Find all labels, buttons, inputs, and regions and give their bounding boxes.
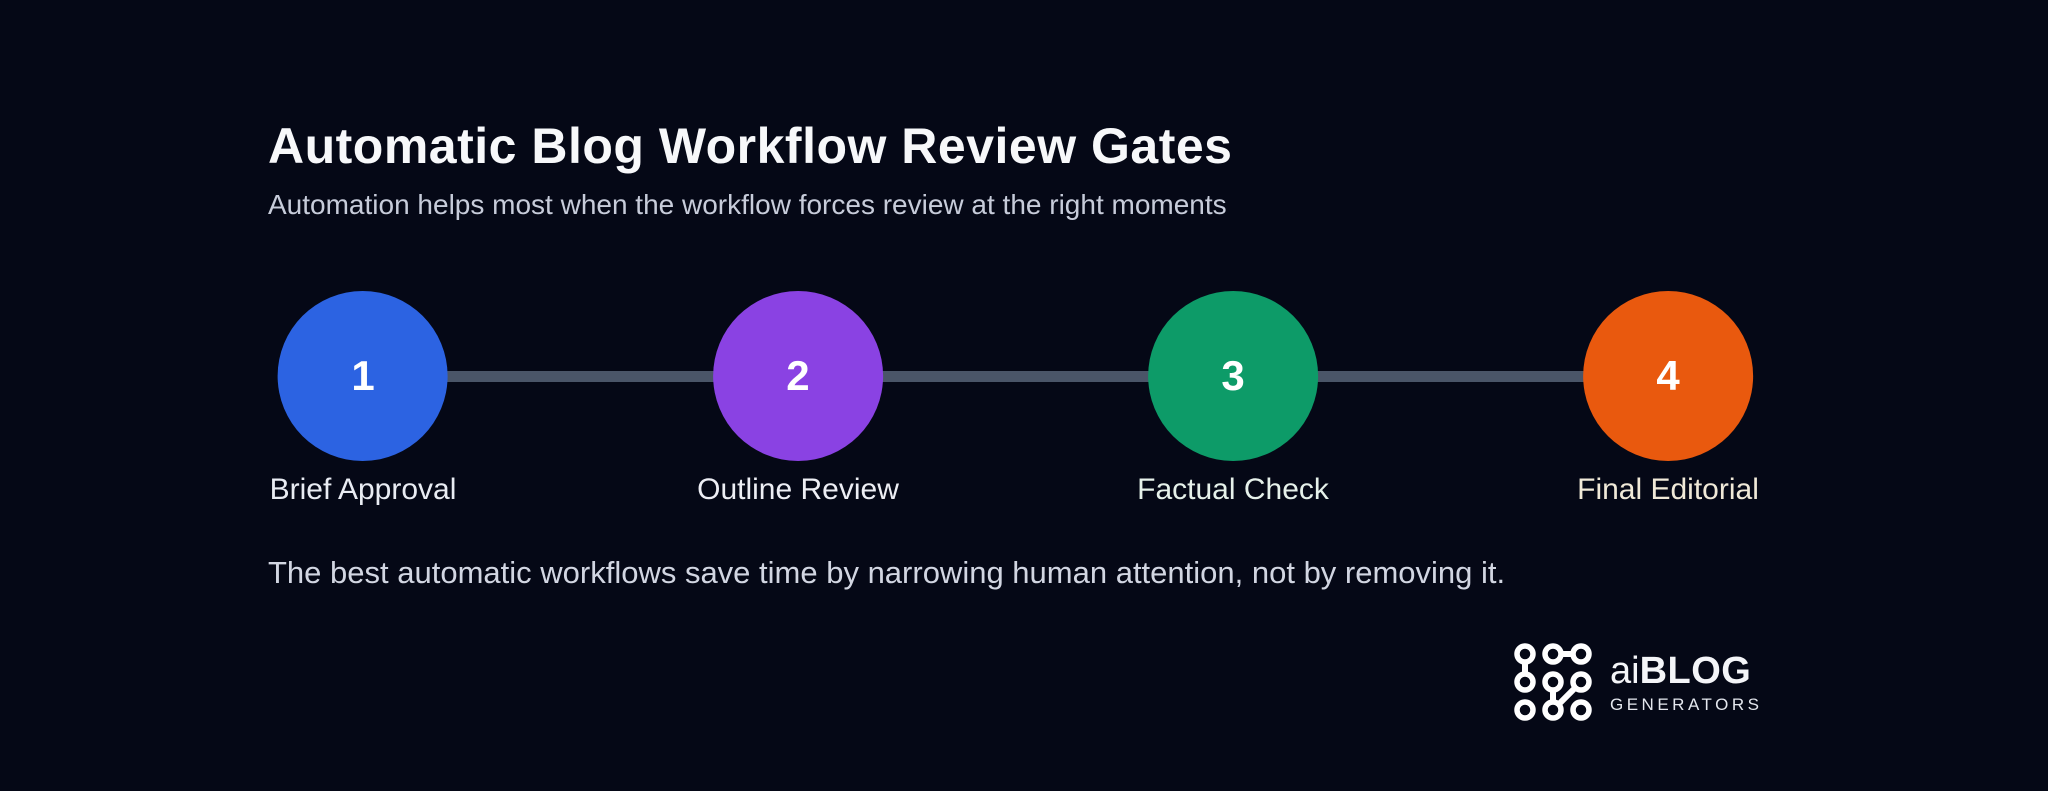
- brand-tagline: GENERATORS: [1610, 694, 1763, 714]
- step-label: Brief Approval: [269, 473, 457, 506]
- step-number: 2: [786, 352, 810, 399]
- brand-name-bold: BLOG: [1639, 649, 1752, 692]
- page-subtitle: Automation helps most when the workflow …: [268, 189, 1227, 220]
- workflow-step-outline-review: 2 Outline Review: [697, 291, 899, 505]
- connector-line: [363, 371, 1668, 382]
- step-circle-1: 1: [278, 291, 448, 461]
- step-label: Final Editorial: [1577, 473, 1759, 506]
- brand-logo: aiBLOG GENERATORS: [1513, 643, 1762, 721]
- step-number: 1: [351, 352, 375, 399]
- workflow-step-factual-check: 3 Factual Check: [1137, 291, 1329, 505]
- step-label: Outline Review: [697, 473, 899, 506]
- step-circle-3: 3: [1148, 291, 1318, 461]
- footer-note: The best automatic workflows save time b…: [268, 555, 1506, 590]
- workflow-step-brief-approval: 1 Brief Approval: [269, 291, 457, 506]
- step-number: 3: [1221, 352, 1245, 399]
- brand-text-block: aiBLOG GENERATORS: [1610, 652, 1762, 713]
- step-label: Factual Check: [1137, 473, 1329, 506]
- node-graph-icon: [1514, 643, 1592, 721]
- brand-name-light: ai: [1610, 649, 1640, 692]
- step-number: 4: [1656, 352, 1680, 399]
- workflow-step-final-editorial: 4 Final Editorial: [1577, 291, 1759, 505]
- step-circle-4: 4: [1583, 291, 1753, 461]
- page-title: Automatic Blog Workflow Review Gates: [268, 118, 1233, 174]
- step-circle-2: 2: [712, 291, 883, 461]
- brand-name: aiBLOG: [1610, 652, 1762, 690]
